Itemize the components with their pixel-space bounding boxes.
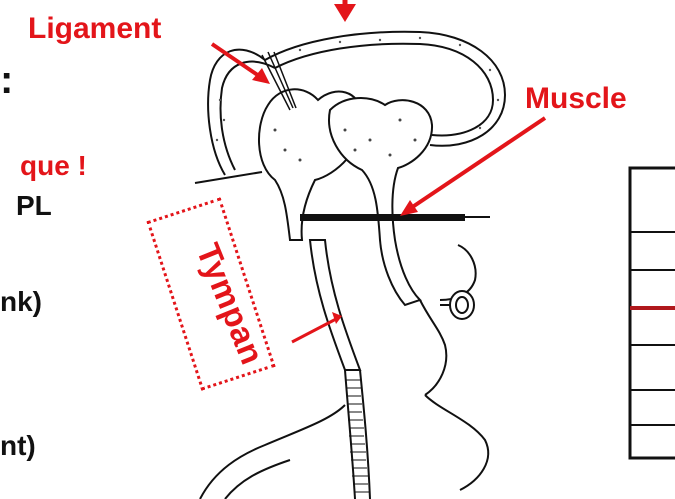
inset-panel [630,168,675,458]
left-text-nt: nt) [0,430,36,462]
ossicles [259,89,432,305]
lower-right-structures [420,245,488,490]
tendon-bar [300,214,490,221]
left-red-fragment: que ! [20,150,87,182]
ligament-label: Ligament [28,12,161,46]
left-horizontal-line [195,172,262,183]
left-text-nk: nk) [0,286,42,318]
left-boundary [200,405,345,499]
left-text-pl: PL [16,190,52,222]
muscle-label: Muscle [525,82,627,116]
left-colon-text: : [0,58,13,103]
top-arrow [334,0,356,22]
